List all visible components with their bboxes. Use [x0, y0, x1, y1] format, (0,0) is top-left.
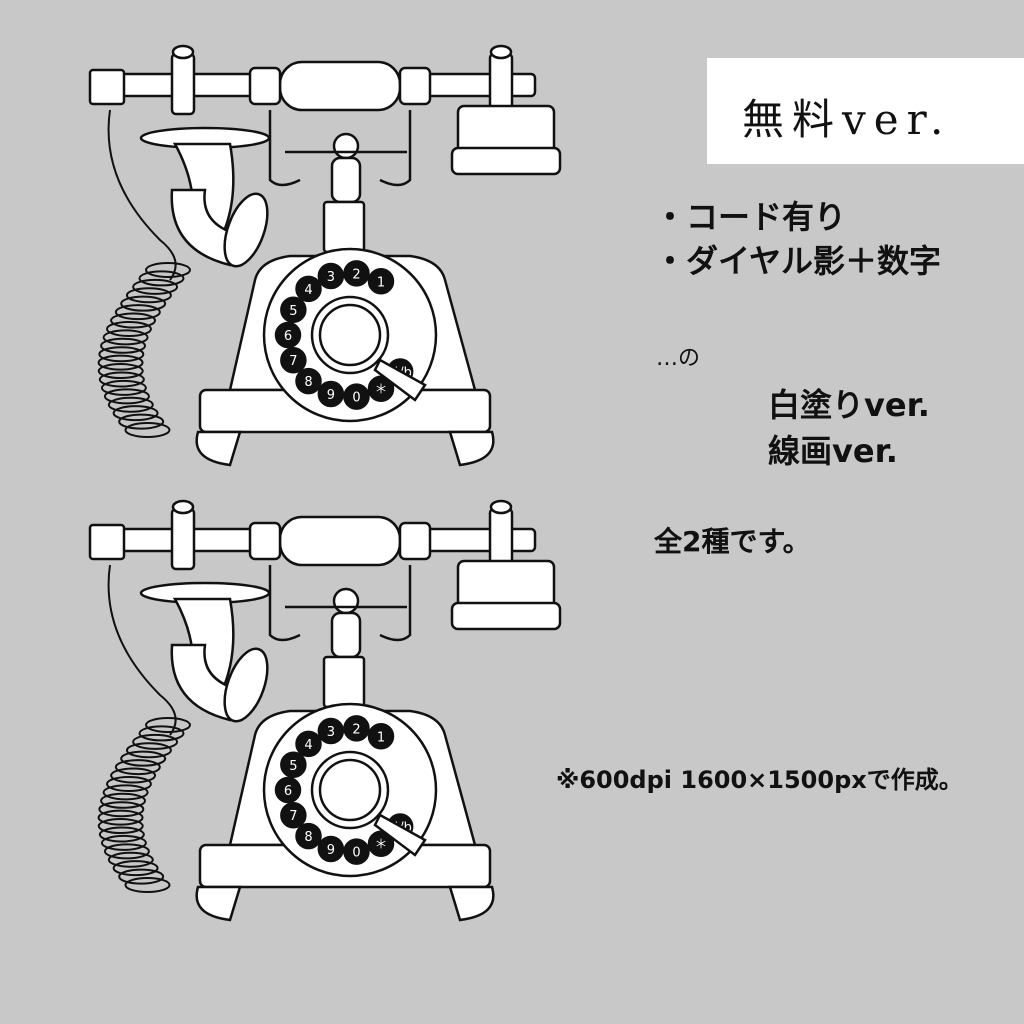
- dial-digit: 4: [304, 283, 312, 298]
- dial-digit: 1: [377, 275, 385, 290]
- dial-digit: 7: [289, 354, 297, 369]
- dial-digit: 7: [289, 809, 297, 824]
- dial-digit: 0: [352, 391, 360, 406]
- dial-digit: 6: [284, 784, 292, 799]
- dial-digit: ＊: [374, 383, 387, 398]
- dial-digit: 2: [352, 722, 360, 737]
- dial-digit: ＊: [374, 838, 387, 853]
- dial-digit: 3: [327, 725, 335, 740]
- dial-digit: 9: [327, 388, 335, 403]
- ellipsis-no: …の: [656, 346, 701, 371]
- dial-digit: 8: [304, 375, 312, 390]
- page-title: 無料ver.: [742, 95, 952, 144]
- dial-digit: 8: [304, 830, 312, 845]
- dial-digit: 5: [289, 304, 297, 319]
- dial-digit: 1: [377, 730, 385, 745]
- feature-cord: ・コード有り: [654, 198, 847, 236]
- variant-count: 全2種です。: [654, 525, 811, 558]
- spec-note: ※600dpi 1600×1500pxで作成。: [556, 766, 963, 794]
- dial-digit: 0: [352, 846, 360, 861]
- dial-digit: 3: [327, 270, 335, 285]
- dial-digit: 5: [289, 759, 297, 774]
- version-line-art: 線画ver.: [768, 432, 898, 470]
- dial-digit: 4: [304, 738, 312, 753]
- dial-digit: 2: [352, 267, 360, 282]
- title-box: [707, 58, 1024, 164]
- dial-digit: 6: [284, 329, 292, 344]
- dial-digit: 9: [327, 843, 335, 858]
- feature-dial-shadow-numbers: ・ダイヤル影＋数字: [654, 242, 942, 280]
- version-white-fill: 白塗りver.: [768, 386, 930, 424]
